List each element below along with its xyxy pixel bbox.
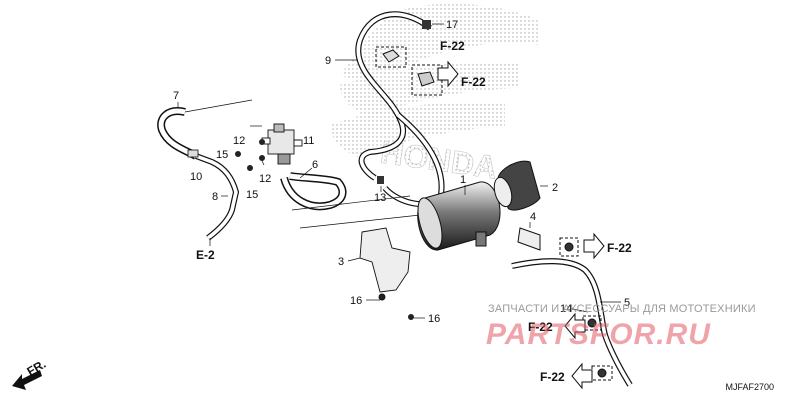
diagram-code: MJFAF2700 <box>725 382 774 392</box>
solenoid-valve-11 <box>261 123 303 165</box>
callout-4: 4 <box>530 211 536 223</box>
ref-f22-top: F-22 <box>440 39 465 53</box>
reference-arrows <box>437 60 605 390</box>
strap-2 <box>493 160 541 211</box>
callout-8: 8 <box>212 191 218 203</box>
clip-group-right <box>559 237 613 381</box>
callout-15-lower: 15 <box>246 189 258 201</box>
pipe-4 <box>517 227 541 251</box>
arrow-f22-mid <box>564 312 586 340</box>
callout-15-upper: 15 <box>216 149 228 161</box>
ref-f22-bottom: F-22 <box>540 370 565 384</box>
hose-6 <box>280 172 421 229</box>
callout-6: 6 <box>312 159 318 171</box>
evap-canister-1 <box>417 181 501 251</box>
hose-5 <box>511 258 633 387</box>
front-label: FR. <box>25 357 49 379</box>
callout-7: 7 <box>173 90 179 102</box>
arrow-f22-right <box>583 232 605 260</box>
callout-3: 3 <box>338 256 344 268</box>
bracket-3 <box>359 227 411 301</box>
clip-17 <box>422 20 444 29</box>
callout-16-right: 16 <box>428 313 440 325</box>
arrow-f22-bottom <box>571 362 593 390</box>
ref-e2: E-2 <box>196 248 215 262</box>
callout-12-lower: 12 <box>259 173 271 185</box>
callouts: 1 2 3 4 5 6 7 8 9 10 11 12 12 13 14 15 1… <box>173 19 630 325</box>
callout-16-left: 16 <box>350 295 362 307</box>
clip-group-top <box>375 46 443 96</box>
ref-f22-right: F-22 <box>607 241 632 255</box>
callout-13: 13 <box>374 192 386 204</box>
callout-1: 1 <box>460 174 466 186</box>
hose-7 <box>157 99 253 160</box>
clip-13 <box>377 176 384 184</box>
leader-lines <box>177 59 621 319</box>
callout-2: 2 <box>552 182 558 194</box>
callout-12-upper: 12 <box>233 135 245 147</box>
nuts <box>235 139 265 171</box>
callout-14: 14 <box>560 303 572 315</box>
callout-17: 17 <box>446 19 458 31</box>
callout-5: 5 <box>624 297 630 309</box>
callout-11: 11 <box>303 135 314 147</box>
callout-10: 10 <box>190 171 202 183</box>
ref-f22-upper-right: F-22 <box>461 75 486 89</box>
watermark-caption: ЗАПЧАСТИ И АКСЕССУАРЫ ДЛЯ МОТОТЕХНИКИ <box>488 303 756 315</box>
ref-f22-mid: F-22 <box>528 320 553 334</box>
nut-16 <box>408 314 414 320</box>
front-arrow <box>12 370 42 390</box>
watermark-logo: PARTSFOR.RU <box>486 318 711 351</box>
arrow-f22-top <box>437 60 459 88</box>
hose-8-10 <box>187 149 240 241</box>
callout-9: 9 <box>325 55 331 67</box>
